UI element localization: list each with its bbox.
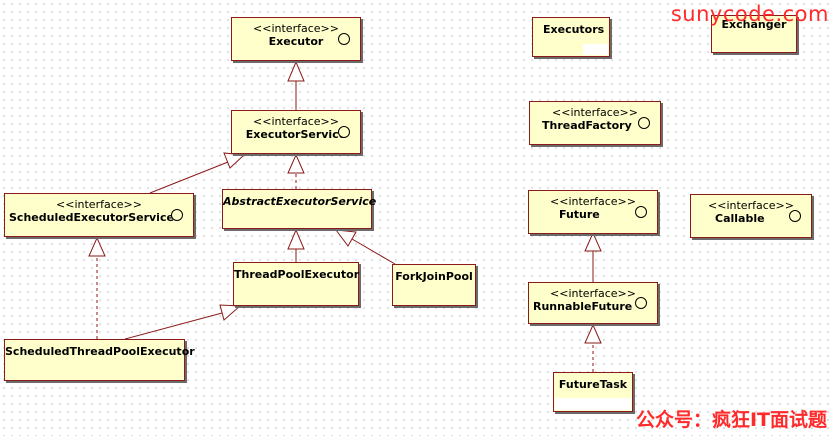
class-fork-join-pool[interactable]: ForkJoinPool <box>392 264 476 306</box>
arrowhead-abstractexecutorservice-center <box>287 228 305 250</box>
watermark-account: 公众号：疯狂IT面试题 <box>635 409 827 431</box>
class-abstract-executor-service[interactable]: AbstractExecutorService <box>222 189 377 229</box>
future-task-empty-section <box>555 398 631 410</box>
runnable-future-name: RunnableFuture <box>533 300 633 313</box>
class-future[interactable]: <<interface>> Future <box>528 190 658 234</box>
thread-factory-stereotype: <<interface>> <box>552 106 638 119</box>
arrowhead-runnablefuture <box>584 323 602 344</box>
class-thread-pool-executor[interactable]: ThreadPoolExecutor <box>233 262 359 306</box>
edge-forkjoinpool-abstractexecutorservice <box>351 238 396 265</box>
edge-scheduledexecutorservice-executorservice <box>149 161 229 194</box>
interface-circle-icon <box>635 297 647 309</box>
class-callable[interactable]: <<interface>> Callable <box>690 194 812 238</box>
class-exchanger[interactable]: Exchanger <box>711 15 797 53</box>
class-future-task[interactable]: FutureTask <box>553 372 633 412</box>
arrowhead-abstractexecutorservice-right <box>334 229 357 247</box>
interface-circle-icon <box>338 33 350 45</box>
class-scheduled-executor-service[interactable]: <<interface>> ScheduledExecutorService <box>4 193 194 237</box>
scheduled-executor-service-stereotype: <<interface>> <box>56 198 142 211</box>
executor-name: Executor <box>268 35 324 48</box>
arrowhead-executorservice-center <box>287 153 305 174</box>
future-name: Future <box>559 208 600 221</box>
executors-name: Executors <box>543 23 605 36</box>
scheduled-executor-service-name: ScheduledExecutorService <box>9 211 174 224</box>
class-scheduled-thread-pool-executor[interactable]: ScheduledThreadPoolExecutor <box>4 339 195 381</box>
future-stereotype: <<interface>> <box>550 195 636 208</box>
arrowhead-executor <box>287 60 305 82</box>
interface-circle-icon <box>635 206 647 218</box>
exchanger-name: Exchanger <box>721 18 787 31</box>
callable-stereotype: <<interface>> <box>708 199 794 212</box>
class-executor-service[interactable]: <<interface>> ExecutorService <box>231 110 361 154</box>
fork-join-pool-name: ForkJoinPool <box>395 270 473 283</box>
arrowhead-threadpoolexecutor <box>219 304 242 321</box>
scheduled-thread-pool-executor-name: ScheduledThreadPoolExecutor <box>5 345 195 358</box>
watermark-site: sunycode.com <box>670 2 829 26</box>
arrowhead-future <box>584 231 602 252</box>
interface-circle-icon <box>638 117 650 129</box>
class-executors[interactable]: Executors <box>532 17 610 57</box>
arrowhead-executorservice-left <box>223 152 246 169</box>
callable-name: Callable <box>715 212 765 225</box>
executor-service-stereotype: <<interface>> <box>253 115 339 128</box>
class-runnable-future[interactable]: <<interface>> RunnableFuture <box>528 282 658 324</box>
thread-factory-name: ThreadFactory <box>542 119 632 132</box>
executor-service-name: ExecutorService <box>245 128 347 141</box>
class-executor[interactable]: <<interface>> Executor <box>231 17 361 61</box>
executors-empty-section <box>583 44 608 55</box>
interface-circle-icon <box>171 209 183 221</box>
edge-scheduledthreadpoolexecutor-threadpoolexecutor <box>124 312 223 340</box>
executor-stereotype: <<interface>> <box>253 22 339 35</box>
class-thread-factory[interactable]: <<interface>> ThreadFactory <box>529 101 661 145</box>
arrowhead-scheduledexecutorservice <box>88 236 106 257</box>
interface-circle-icon <box>789 210 801 222</box>
future-task-name: FutureTask <box>558 378 628 391</box>
abstract-executor-service-name: AbstractExecutorService <box>223 195 377 208</box>
runnable-future-stereotype: <<interface>> <box>550 287 636 300</box>
interface-circle-icon <box>338 126 350 138</box>
thread-pool-executor-name: ThreadPoolExecutor <box>234 268 360 281</box>
